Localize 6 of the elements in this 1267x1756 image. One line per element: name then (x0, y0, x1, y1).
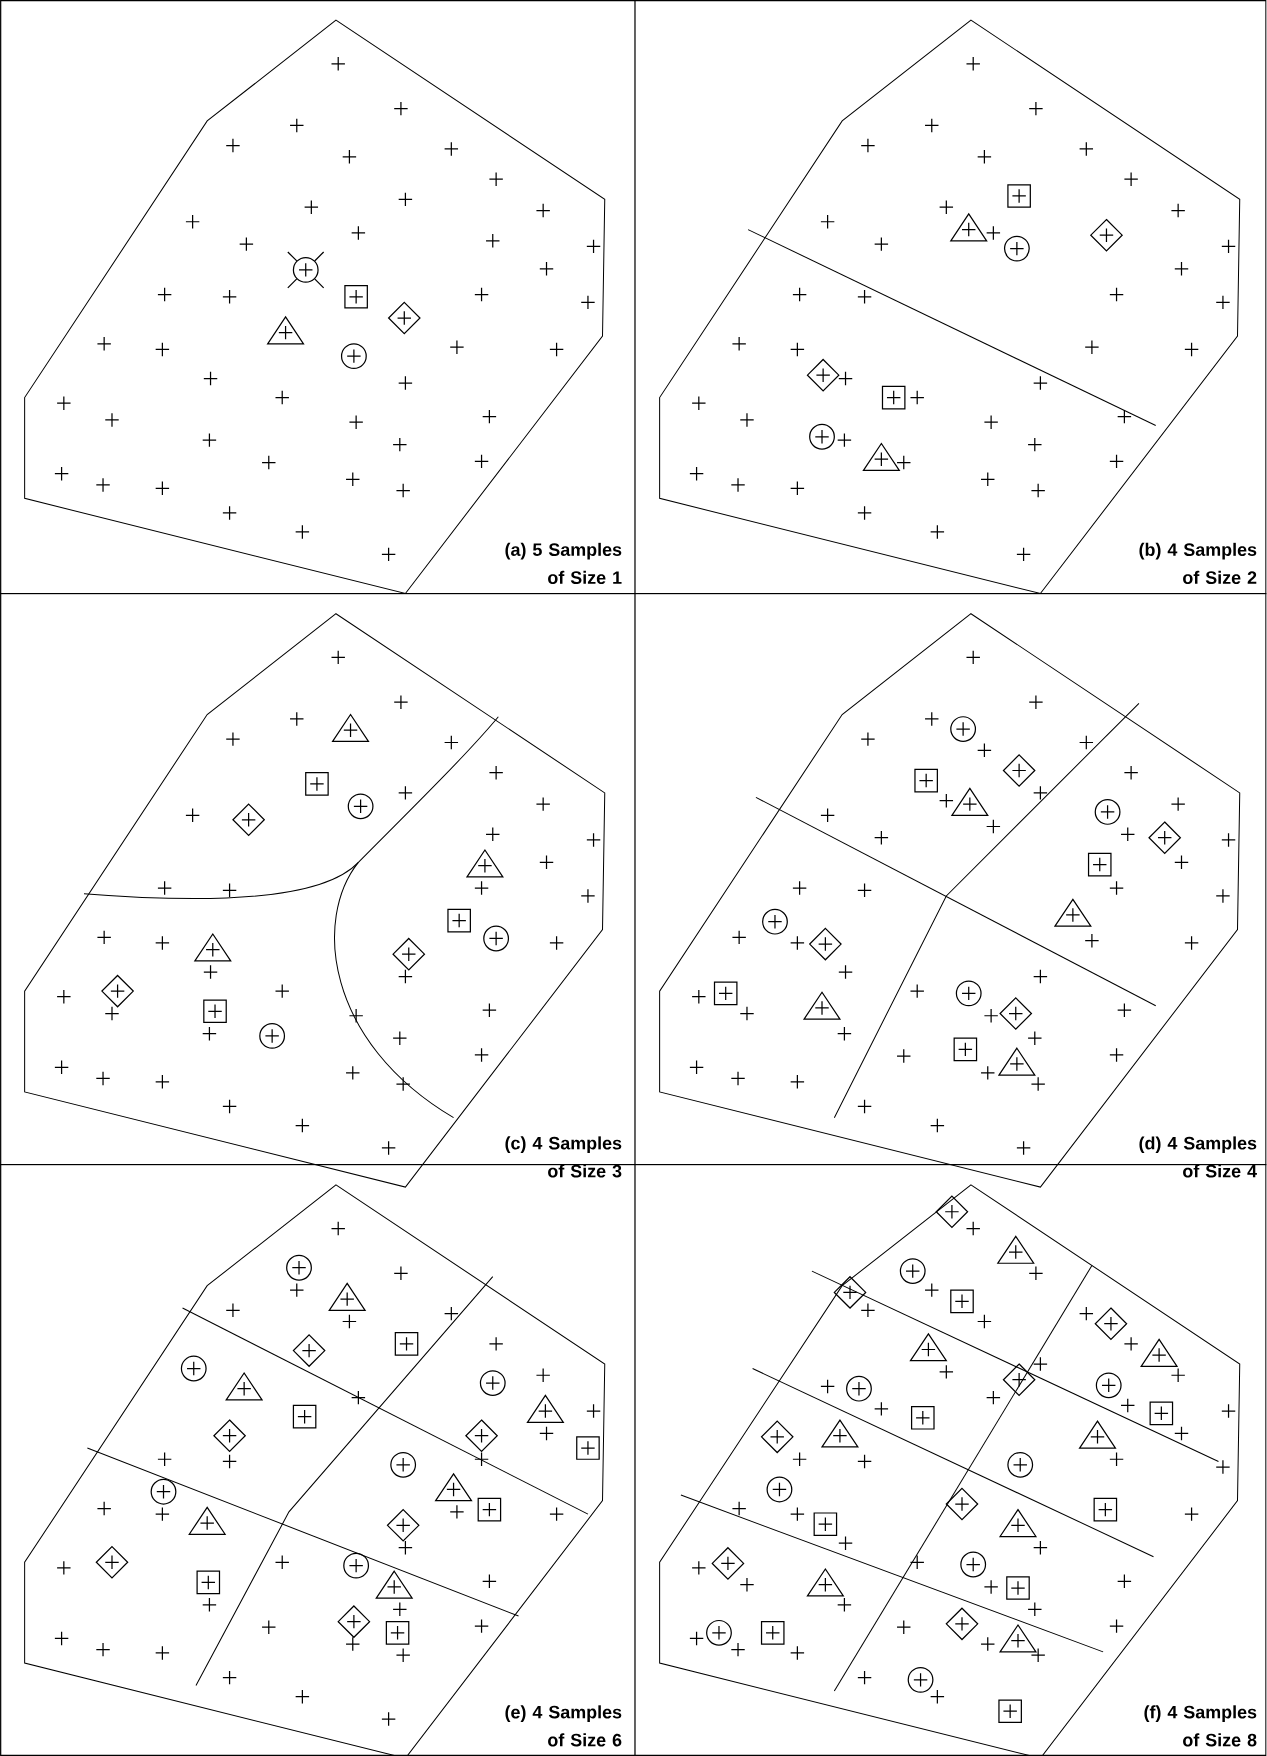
panel-caption: (b) 4 Samples of Size 2 (1139, 542, 1257, 584)
panel-caption: (e) 4 Samples of Size 6 (505, 1705, 622, 1747)
panel-caption: (c) 4 Samples of Size 3 (505, 1136, 622, 1178)
panel-caption: (a) 5 Samples of Size 1 (505, 542, 622, 584)
panel-caption: (f) 4 Samples of Size 8 (1144, 1705, 1257, 1747)
panel-caption: (d) 4 Samples of Size 4 (1139, 1136, 1258, 1178)
